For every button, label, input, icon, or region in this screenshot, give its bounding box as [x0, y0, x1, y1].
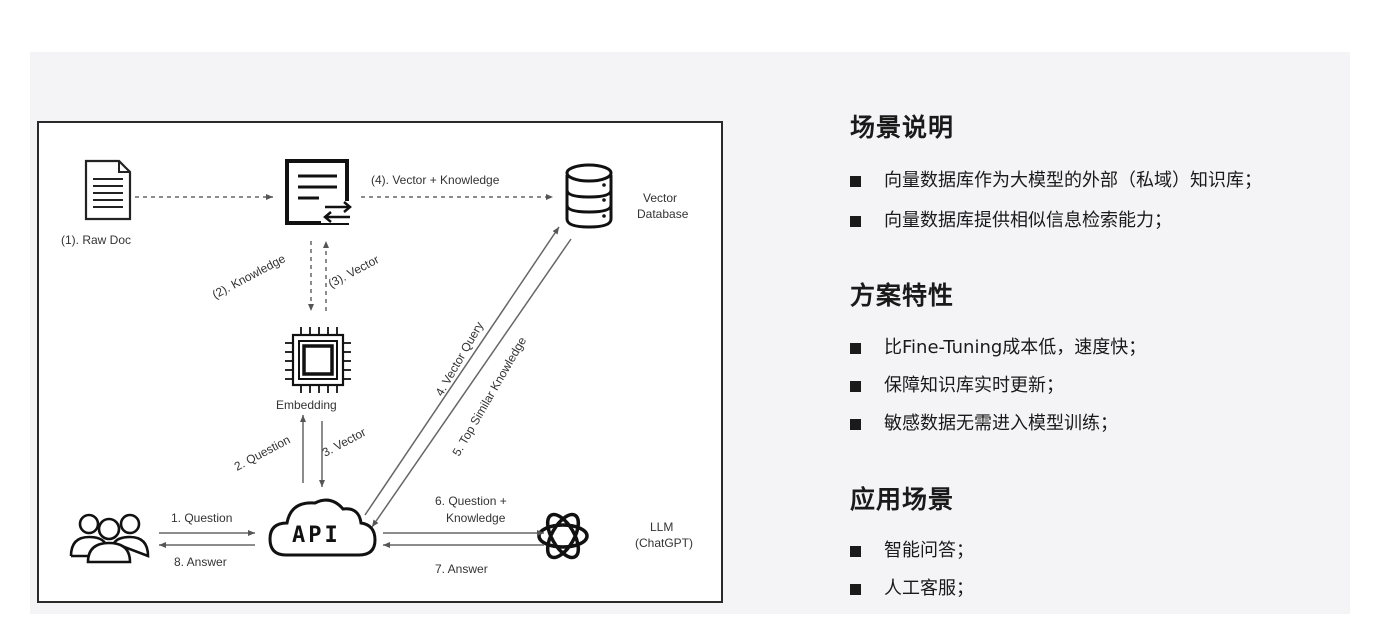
bullet-item: 比Fine-Tuning成本低，速度快；	[850, 338, 1146, 358]
edge-label-vector-3: 3. Vector	[320, 425, 368, 460]
vector-db-label-1: Vector	[643, 191, 677, 205]
embedding-label: Embedding	[276, 398, 337, 412]
section-title: 应用场景	[850, 485, 955, 514]
llm-label-2: (ChatGPT)	[635, 536, 693, 550]
section-applications: 应用场景 智能问答； 人工客服；	[850, 480, 974, 599]
edge-label-question-knowledge-2: Knowledge	[446, 511, 506, 525]
arrow-db-to-api	[371, 238, 572, 528]
bullet-text: 保障知识库实时更新；	[884, 375, 1064, 396]
rag-architecture-diagram: (1). Raw Doc Vector Database	[37, 121, 723, 603]
chatgpt-logo-icon	[537, 512, 589, 560]
raw-doc-label: (1). Raw Doc	[61, 233, 131, 247]
bullet-square-icon	[850, 584, 861, 595]
arrow-api-to-db	[364, 226, 560, 516]
chip-icon	[285, 327, 351, 393]
vector-db-label-2: Database	[637, 207, 689, 221]
bullet-text: 敏感数据无需进入模型训练；	[884, 413, 1118, 434]
bullet-square-icon	[850, 343, 861, 354]
edge-label-answer-8: 8. Answer	[174, 555, 227, 569]
section-title: 场景说明	[850, 113, 955, 142]
edge-label-question-1: 1. Question	[171, 511, 232, 525]
bullet-item: 人工客服；	[850, 579, 974, 599]
bullet-square-icon	[850, 176, 861, 187]
bullet-square-icon	[850, 546, 861, 557]
bullet-text: 智能问答；	[884, 540, 974, 561]
bullet-text: 比Fine-Tuning成本低，速度快；	[884, 337, 1147, 358]
bullet-square-icon	[850, 216, 861, 227]
bullet-item: 保障知识库实时更新；	[850, 376, 1146, 396]
bullet-item: 向量数据库作为大模型的外部（私域）知识库；	[850, 171, 1262, 191]
edge-label-knowledge: (2). Knowledge	[210, 251, 288, 301]
bullet-square-icon	[850, 381, 861, 392]
edge-label-vector: (3). Vector	[326, 252, 381, 290]
bullet-item: 智能问答；	[850, 541, 974, 561]
section-features: 方案特性 比Fine-Tuning成本低，速度快； 保障知识库实时更新； 敏感数…	[850, 276, 1146, 434]
bullet-square-icon	[850, 419, 861, 430]
document-icon	[84, 159, 132, 221]
edge-label-answer-7: 7. Answer	[435, 562, 488, 576]
api-cloud-icon	[268, 498, 377, 557]
users-icon	[69, 513, 150, 564]
bullet-text: 向量数据库作为大模型的外部（私域）知识库；	[884, 170, 1262, 191]
bullet-item: 敏感数据无需进入模型训练；	[850, 414, 1146, 434]
api-label: API	[292, 523, 341, 548]
section-scenario: 场景说明 向量数据库作为大模型的外部（私域）知识库； 向量数据库提供相似信息检索…	[850, 108, 1262, 231]
edge-label-question-2: 2. Question	[232, 432, 293, 473]
edge-label-vector-query: 4. Vector Query	[432, 319, 486, 398]
bullet-text: 人工客服；	[884, 578, 974, 599]
section-title: 方案特性	[850, 281, 955, 310]
document-transfer-icon	[285, 159, 355, 225]
bullet-text: 向量数据库提供相似信息检索能力；	[884, 210, 1172, 231]
edge-label-question-knowledge-1: 6. Question +	[435, 494, 507, 508]
database-icon	[565, 163, 613, 229]
edge-label-vector-knowledge: (4). Vector + Knowledge	[371, 173, 500, 187]
llm-label-1: LLM	[650, 520, 673, 534]
bullet-item: 向量数据库提供相似信息检索能力；	[850, 211, 1262, 231]
